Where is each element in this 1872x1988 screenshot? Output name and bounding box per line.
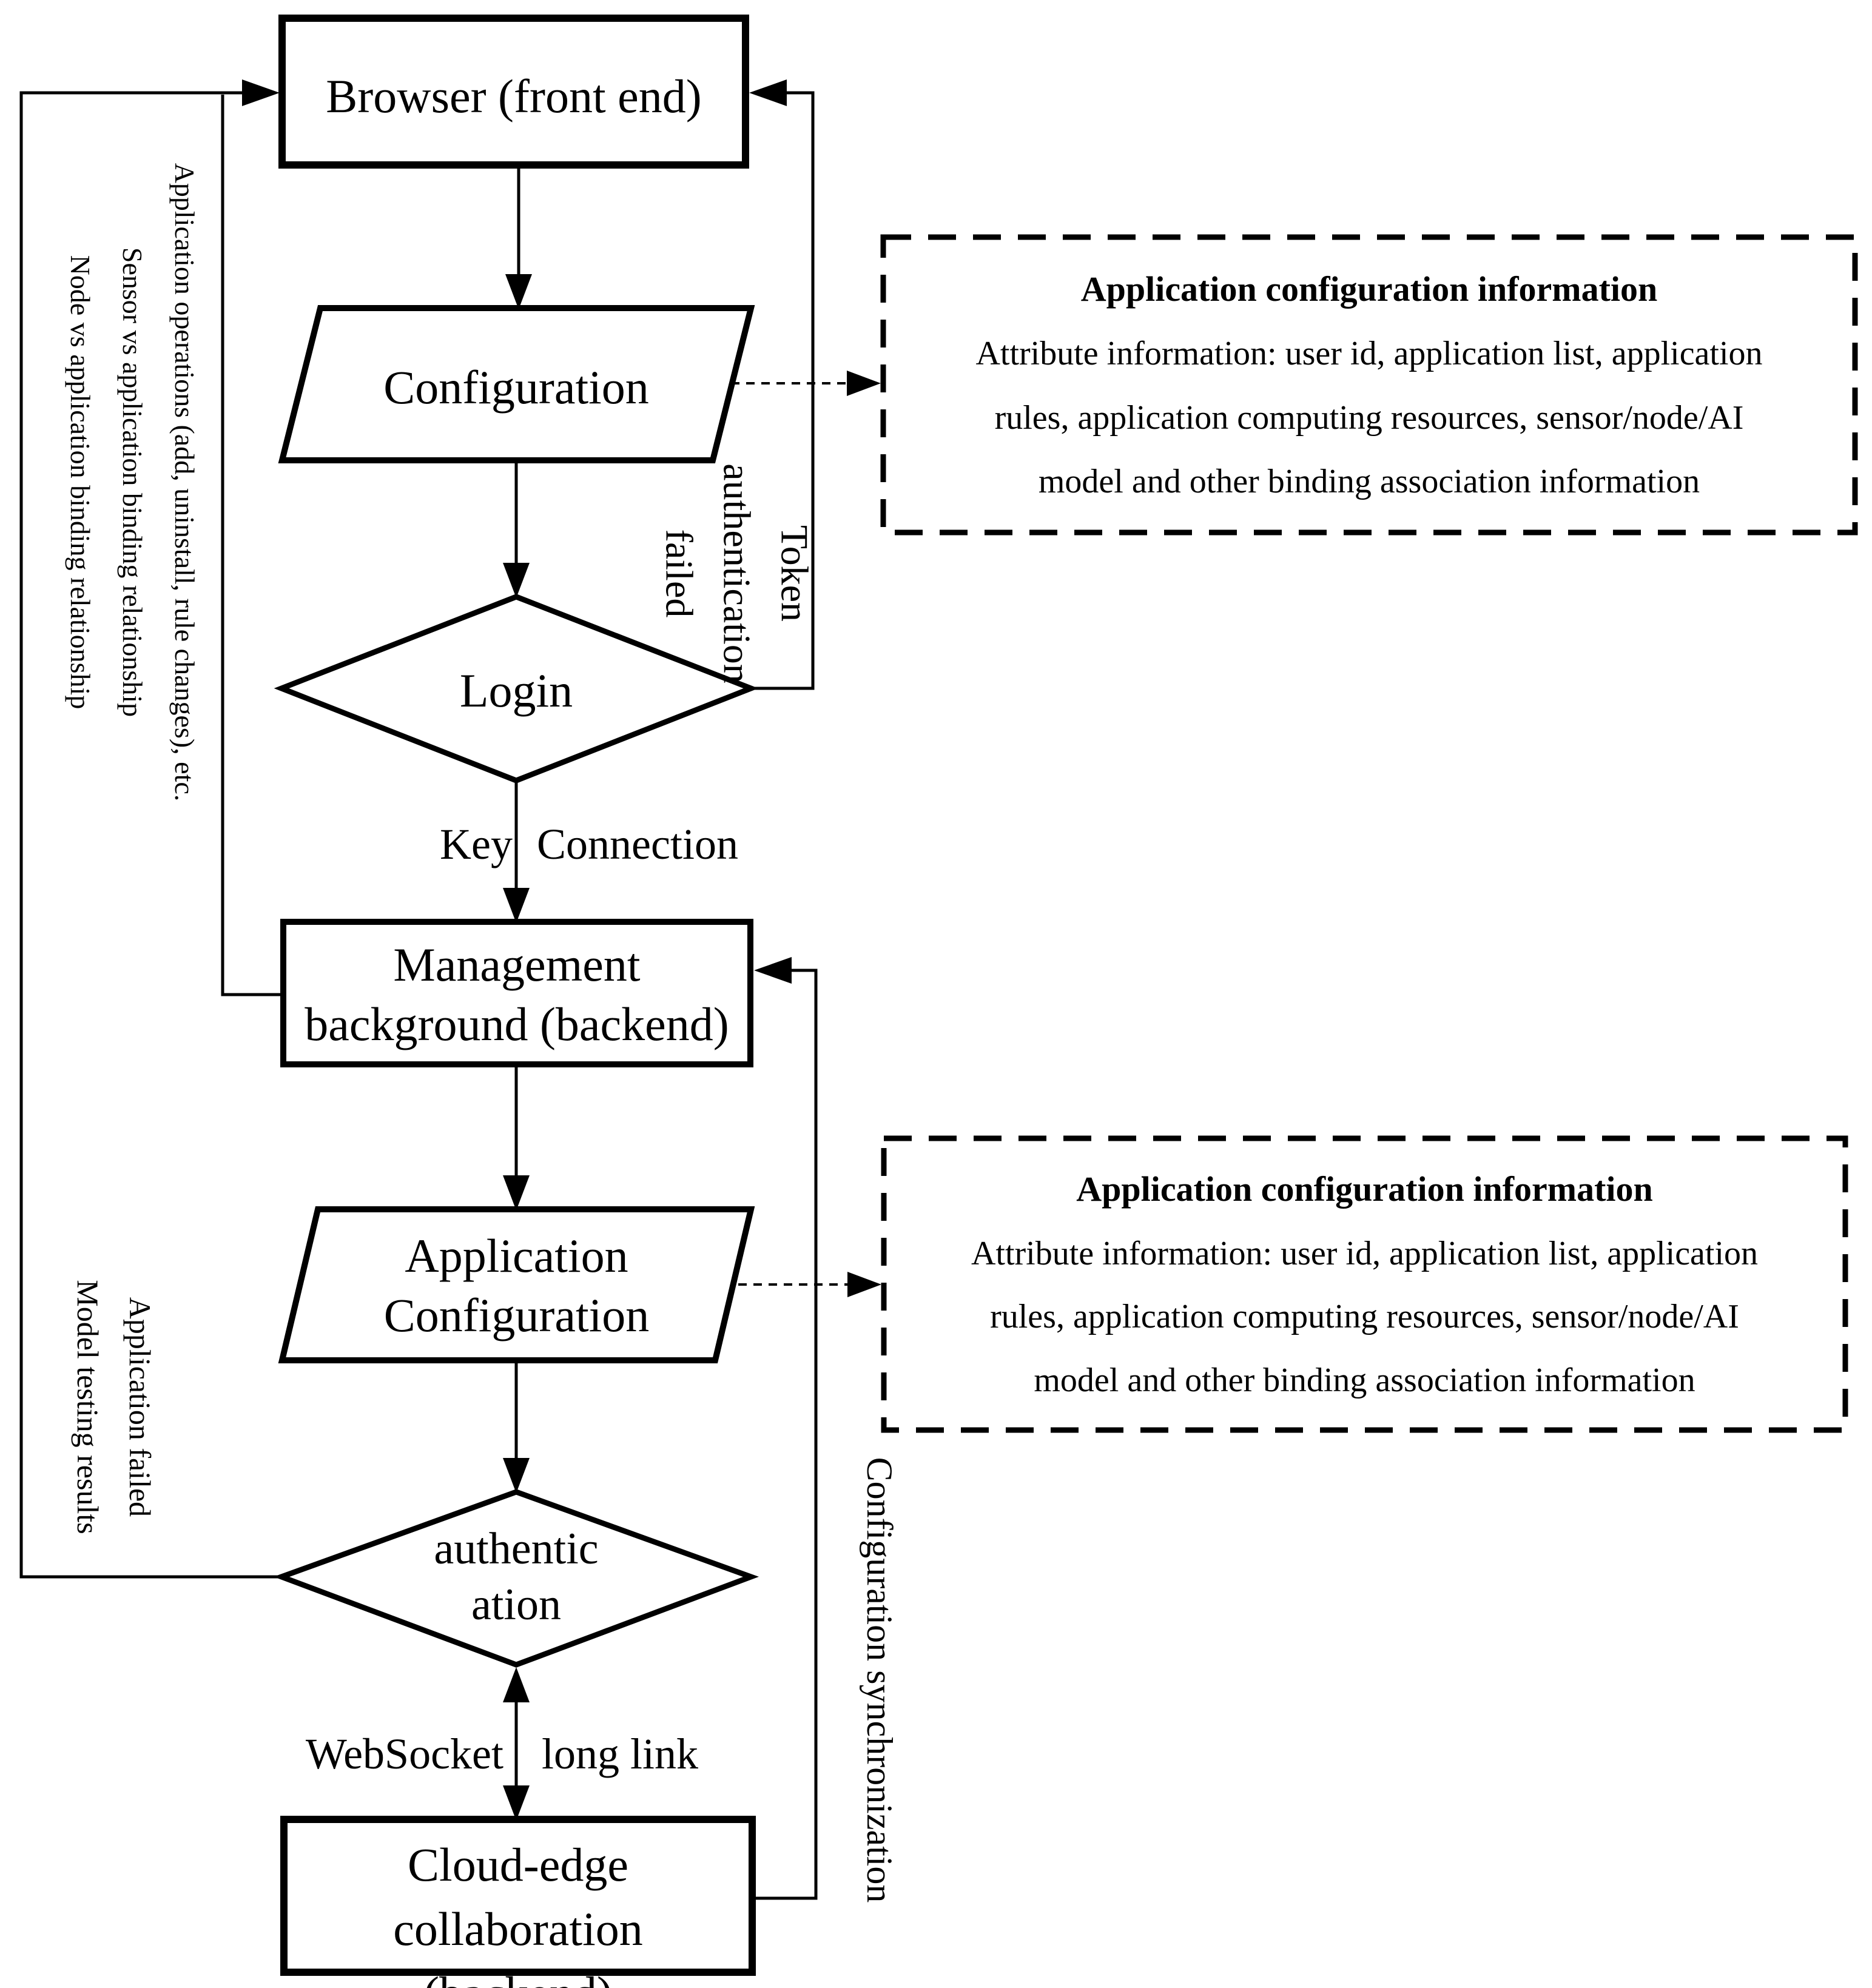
application-operations-label: Application operations (add, uninstall, …: [65, 163, 200, 802]
authentication-feedback-line: [19, 91, 283, 1579]
infobox1-dashed-border: [880, 234, 1858, 536]
connection-edge-label: Connection: [537, 820, 738, 868]
arrowhead-management-top: [503, 888, 530, 923]
token-auth-failed-label: Token authentication failed: [658, 463, 816, 683]
infobox2-title: Application configuration information: [1076, 1169, 1653, 1209]
appconfig-node-label: Application Configuration: [383, 1229, 650, 1342]
infobox-application-configuration-2: Application configuration information At…: [884, 1138, 1845, 1430]
config-sync-line: [755, 969, 818, 1900]
application-failed-label: Application failed Model testing results: [71, 1280, 157, 1534]
infobox2-dashed-border: [881, 1135, 1848, 1433]
appconfig-parallelogram-shape: [278, 1206, 755, 1363]
infobox-application-configuration-1: Application configuration information At…: [883, 237, 1855, 532]
cloud-edge-box-shape: [280, 1816, 756, 1976]
arrowhead-authentication-top: [503, 1458, 530, 1493]
long-link-edge-label: long link: [542, 1730, 699, 1778]
arrowhead-infobox1: [847, 371, 881, 396]
infobox1-line3: model and other binding association info…: [1038, 463, 1700, 501]
management-feedback-line: [221, 95, 283, 996]
browser-node-label: Browser (front end): [326, 70, 702, 123]
infobox1-title: Application configuration information: [1080, 269, 1658, 309]
arrowhead-login-top: [503, 563, 530, 598]
configuration-parallelogram-shape: [278, 305, 755, 463]
arrowhead-into-browser-left: [242, 79, 280, 106]
authentication-node-label: authentic ation: [434, 1524, 599, 1630]
arrowhead-into-management-right: [754, 957, 792, 984]
key-edge-label: Key: [440, 820, 513, 868]
management-node-label: Management background (backend): [305, 938, 729, 1050]
infobox1-line2: rules, application computing resources, …: [994, 398, 1744, 437]
login-diamond-shape: [274, 594, 759, 784]
arrowhead-cloud-top: [503, 1785, 530, 1821]
infobox2-line2: rules, application computing resources, …: [990, 1298, 1739, 1336]
infobox2-line3: model and other binding association info…: [1034, 1361, 1695, 1399]
token-feedback-line: [749, 91, 815, 690]
arrowhead-into-browser-right: [749, 79, 787, 106]
arrowhead-configuration-top: [505, 274, 532, 309]
authentication-diamond-shape: [273, 1489, 759, 1668]
cloud-edge-node-label: Cloud-edge collaboration (backend): [393, 1838, 643, 1988]
login-node-label: Login: [459, 664, 573, 717]
management-box-shape: [280, 919, 753, 1067]
websocket-edge-label: WebSocket: [305, 1730, 503, 1778]
browser-box-shape: [278, 15, 749, 169]
arrowhead-infobox2: [847, 1272, 881, 1297]
infobox2-line1: Attribute information: user id, applicat…: [971, 1234, 1759, 1272]
infobox1-line1: Attribute information: user id, applicat…: [975, 335, 1763, 373]
arrowhead-appconfig-top: [503, 1175, 530, 1211]
configuration-node-label: Configuration: [383, 361, 649, 414]
arrowhead-authentication-bottom: [503, 1667, 530, 1702]
